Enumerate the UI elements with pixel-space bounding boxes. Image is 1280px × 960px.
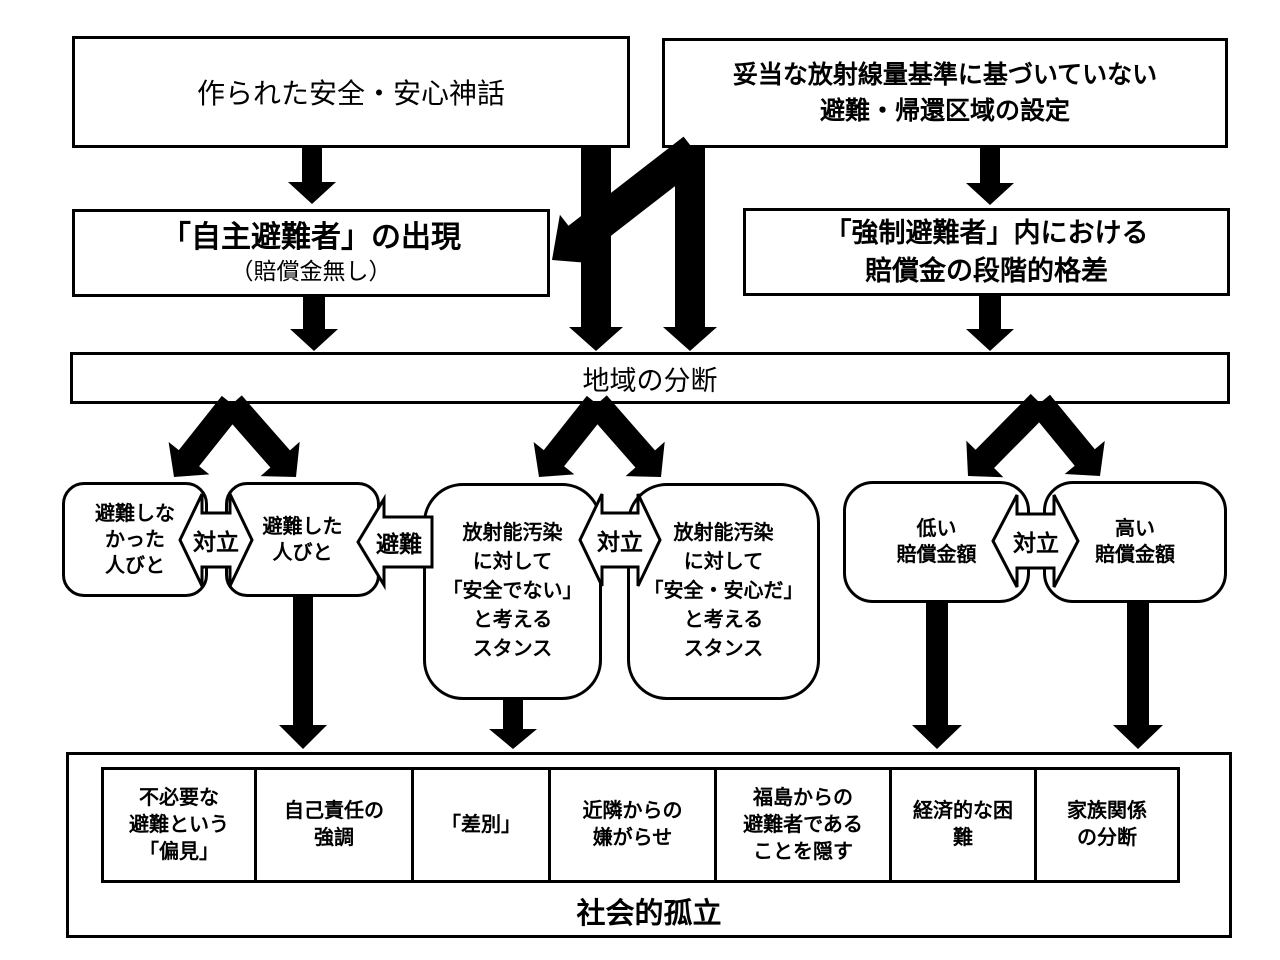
down-arrow-forced-to-division [966, 296, 1014, 351]
consequence-cell-hiding-origin: 福島からの 避難者である ことを隠す [714, 767, 892, 883]
diagonal-arrow-criteria-to-voluntary [552, 136, 705, 264]
radiation-criteria-box: 妥当な放射線量基準に基づいていない 避難・帰還区域の設定 [662, 38, 1228, 148]
consequence-cell-discrimination: 「差別」 [411, 767, 551, 883]
consequence-cell-family-division: 家族関係 の分断 [1034, 767, 1180, 883]
regional-division-band: 地域の分断 [70, 352, 1230, 404]
social-isolation-caption: 社会的孤立 [576, 898, 722, 930]
high-compensation-box: 高い 賠償金額 [1043, 481, 1227, 603]
forced-evacuee-box: 「強制避難者」内における 賠償金の段階的格差 [743, 208, 1230, 296]
safe-stance-box: 放射能汚染 に対して 「安全・安心だ」 と考える スタンス [627, 483, 820, 700]
down-arrow-evacuated-to-isolation [279, 597, 327, 749]
down-arrow-high-comp-to-isolation [1113, 603, 1163, 749]
split-arrow-right-b [1030, 394, 1105, 476]
consequence-cell-harassment: 近隣からの 嫌がらせ [548, 767, 717, 883]
conflict-label-1: 対立 [193, 529, 239, 555]
safety-myth-box: 作られた安全・安心神話 [72, 36, 630, 148]
voluntary-evacuee-box: 「自主避難者」の出現 （賠償金無し） [72, 209, 550, 297]
down-arrow-criteria-to-forced [966, 148, 1014, 205]
unsafe-stance-box: 放射能汚染 に対して 「安全でない」 と考える スタンス [423, 483, 602, 700]
consequence-cell-self-responsibility: 自己責任の 強調 [254, 767, 414, 883]
consequence-cell-economic-hardship: 経済的な困 難 [889, 767, 1037, 883]
down-arrow-unsafe-stance-to-isolation [489, 700, 537, 749]
evacuated-people-box: 避難した 人びと [225, 482, 380, 597]
down-arrow-myth-to-voluntary [288, 148, 336, 204]
split-arrow-right-a [966, 393, 1050, 478]
split-arrow-left-b [222, 395, 300, 477]
down-arrow-voluntary-to-division [290, 297, 338, 351]
consequence-cells-row: 不必要な 避難という 「偏見」 自己責任の 強調 「差別」 近隣からの 嫌がらせ… [101, 767, 1180, 883]
split-arrow-left-a [168, 395, 243, 477]
voluntary-evacuee-subtitle: （賠償金無し） [230, 258, 392, 284]
consequence-cell-prejudice: 不必要な 避難という 「偏見」 [101, 767, 257, 883]
conflict-label-3: 対立 [1013, 530, 1059, 556]
conflict-label-2: 対立 [597, 529, 643, 555]
down-arrow-myth-to-division [569, 148, 623, 351]
voluntary-evacuee-title: 「自主避難者」の出現 [161, 221, 461, 254]
low-compensation-box: 低い 賠償金額 [843, 481, 1030, 603]
non-evacuated-people-box: 避難しな かった 人びと [62, 482, 208, 597]
evacuation-label: 避難 [376, 531, 422, 557]
split-arrow-mid-b [587, 395, 665, 477]
down-arrow-low-comp-to-isolation [912, 603, 962, 749]
split-arrow-mid-a [533, 395, 608, 477]
down-arrow-criteria-to-division [663, 148, 717, 351]
